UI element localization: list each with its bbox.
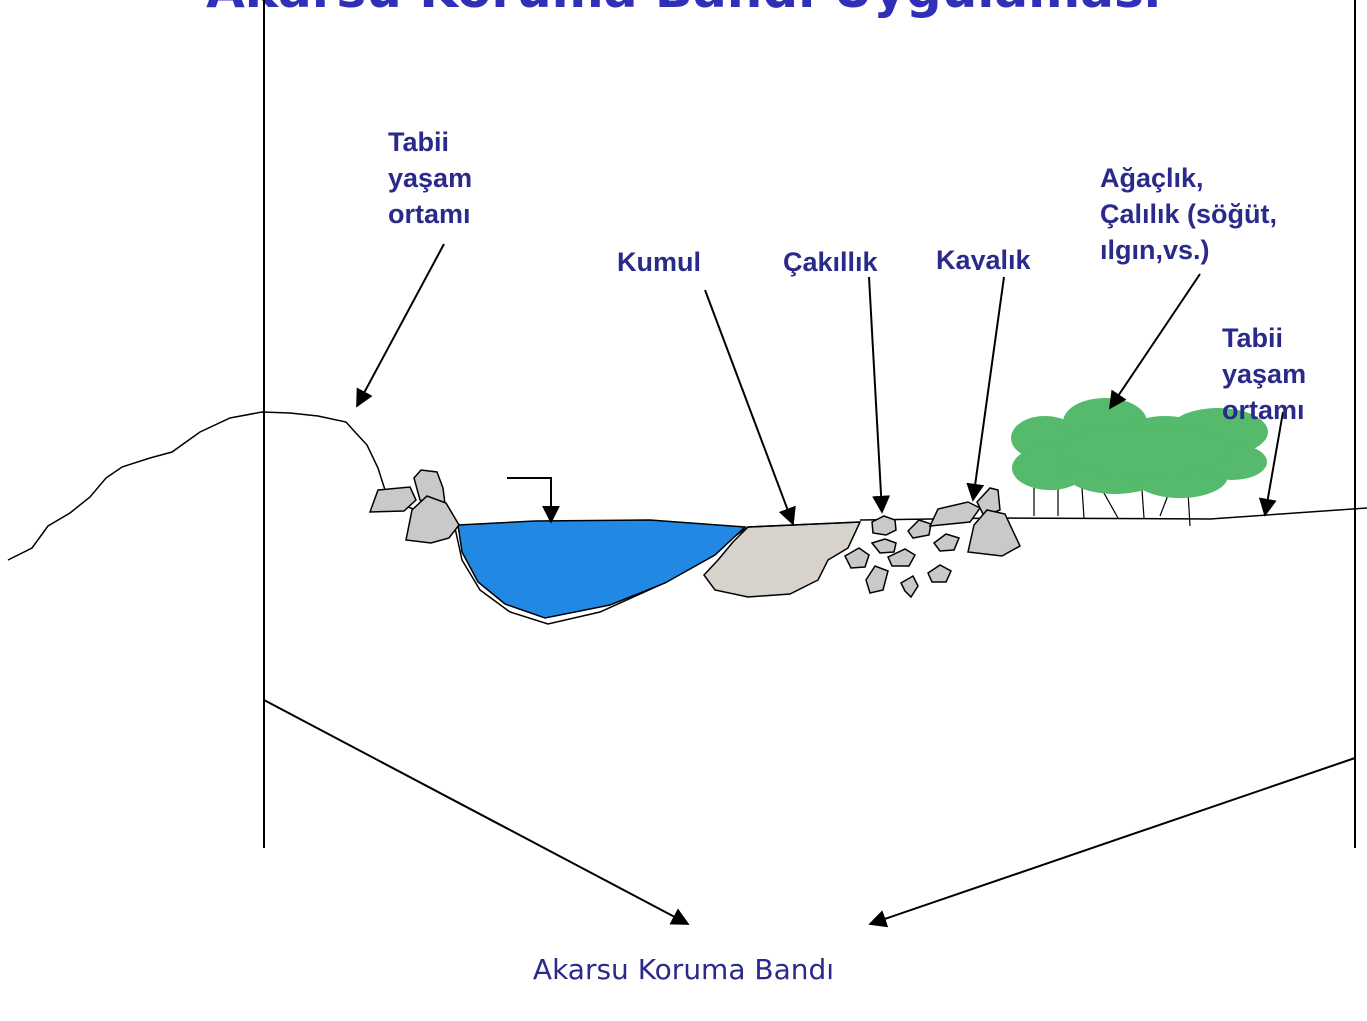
gravel-stone [928,565,951,582]
rock-right-1 [930,502,980,526]
gravel-stone [872,516,896,535]
arrow-buffer-left [264,700,688,924]
arrow-trees [1110,274,1200,408]
rock-group-left [370,470,459,543]
label-trees: Ağaçlık, Çalılık (söğüt, ılgın,vs.) [1100,160,1277,268]
arrow-rocks [973,277,1004,500]
stream-water [458,520,745,618]
label-rocks: Kayalık [936,242,1031,270]
gravel-stone [845,548,869,568]
terrain-hill-left [8,412,440,560]
rock-right-3 [968,510,1020,556]
label-sand: Kumul [617,244,701,280]
arrow-buffer-right [870,758,1355,924]
label-natural-habitat-left: Tabii yaşam ortamı [388,124,472,232]
arrow-water-level [507,478,551,522]
gravel-group [845,516,959,597]
rock-left-3 [406,496,459,543]
rock-left-1 [370,487,416,512]
gravel-stone [872,539,896,553]
arrow-sand [705,290,793,524]
label-natural-habitat-right: Tabii yaşam ortamı [1222,320,1306,428]
gravel-stone [908,520,931,538]
arrow-habitat-left [357,244,444,406]
caption-buffer-zone: Akarsu Koruma Bandı [0,952,1367,988]
gravel-stone [934,534,959,551]
gravel-stone [866,566,888,593]
arrow-gravel [869,277,882,512]
label-gravel: Çakıllık [783,244,878,280]
gravel-stone [901,576,918,597]
